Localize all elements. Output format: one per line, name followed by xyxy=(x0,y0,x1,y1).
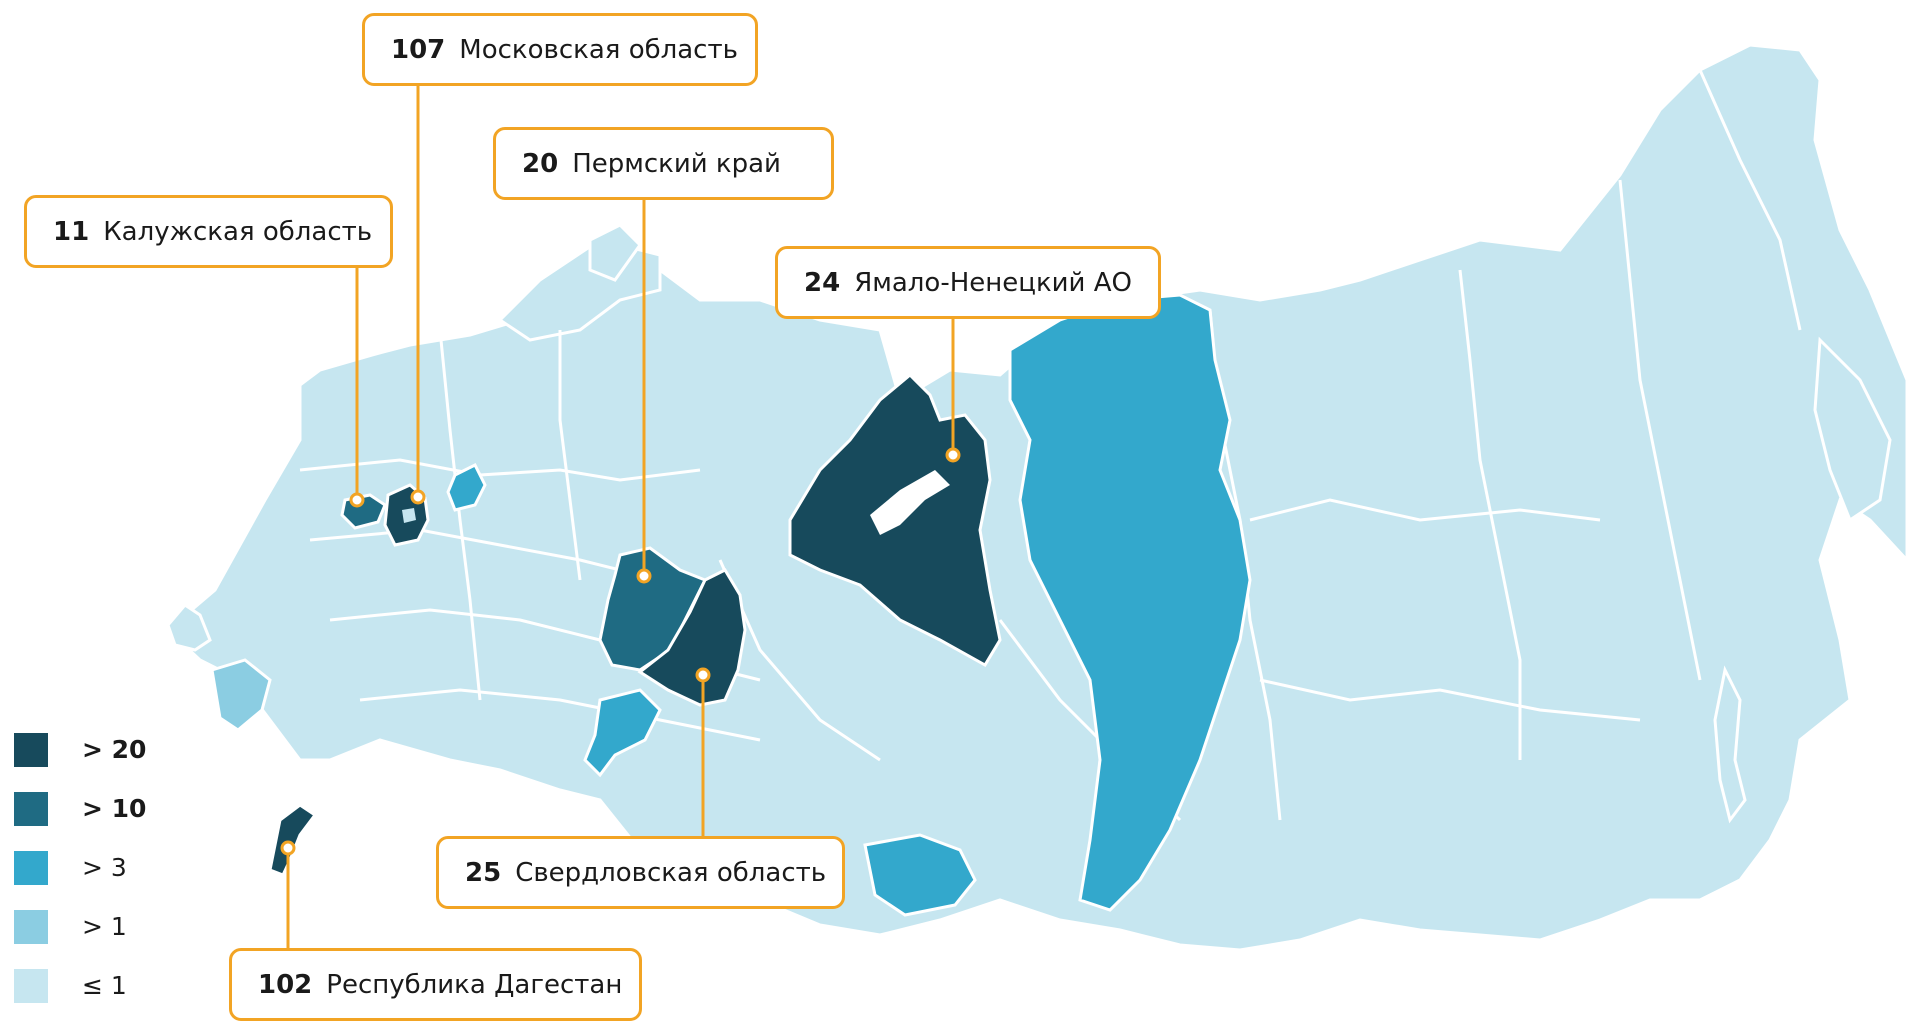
legend-item: > 1 xyxy=(14,897,146,956)
region-dagestan xyxy=(268,803,318,877)
sakhalin xyxy=(1713,665,1747,824)
callout-region-name: Пермский край xyxy=(572,148,781,179)
callout-value: 25 xyxy=(465,857,502,888)
callout-value: 107 xyxy=(391,34,446,65)
region-krasnoyarsk xyxy=(1008,293,1252,912)
legend-swatch xyxy=(14,968,48,1003)
callout-moscow-oblast: 107 Московская область xyxy=(362,13,758,86)
callout-value: 11 xyxy=(53,216,90,247)
ob-gulf xyxy=(870,470,950,535)
callout-region-name: Республика Дагестан xyxy=(326,969,623,1000)
region-sverdlovsk xyxy=(637,568,747,707)
callout-value: 20 xyxy=(522,148,559,179)
callout-sverdlovsk-oblast: 25 Свердловская область xyxy=(436,836,845,909)
legend-label: > 10 xyxy=(82,794,147,823)
legend-item: > 20 xyxy=(14,720,146,779)
legend-label: > 1 xyxy=(82,912,127,941)
moscow-city xyxy=(402,508,416,523)
callout-value: 102 xyxy=(258,969,313,1000)
legend-item: > 10 xyxy=(14,779,146,838)
callout-kaluga-oblast: 11 Калужская область xyxy=(24,195,393,268)
crimea xyxy=(166,603,212,652)
legend-swatch xyxy=(14,791,48,826)
callout-value: 24 xyxy=(804,267,841,298)
legend-swatch xyxy=(14,732,48,767)
region-chelyabinsk xyxy=(583,688,662,778)
legend-swatch xyxy=(14,909,48,944)
callout-region-name: Калужская область xyxy=(103,216,373,247)
callout-region-name: Свердловская область xyxy=(515,857,827,888)
callout-region-name: Ямало-Ненецкий АО xyxy=(854,267,1132,298)
legend-label: > 20 xyxy=(82,735,147,764)
legend-label: > 3 xyxy=(82,853,127,882)
callout-dagestan: 102 Республика Дагестан xyxy=(229,948,642,1021)
callout-anchors xyxy=(280,447,961,856)
legend-swatch xyxy=(14,850,48,885)
novaya-zemlya xyxy=(588,223,642,282)
callout-yamalo-nenets: 24 Ямало-Ненецкий АО xyxy=(775,246,1161,319)
region-yaroslavl xyxy=(446,462,487,512)
map-legend: > 20 > 10 > 3 > 1 ≤ 1 xyxy=(14,720,146,1015)
legend-item: ≤ 1 xyxy=(14,956,146,1015)
callout-connectors xyxy=(286,85,955,948)
callout-perm-krai: 20 Пермский край xyxy=(493,127,834,200)
region-krasnodar xyxy=(210,658,272,732)
kamchatka xyxy=(1813,336,1892,523)
callout-region-name: Московская область xyxy=(459,34,738,65)
region-tuva xyxy=(863,833,977,917)
legend-item: > 3 xyxy=(14,838,146,897)
legend-label: ≤ 1 xyxy=(82,971,127,1000)
